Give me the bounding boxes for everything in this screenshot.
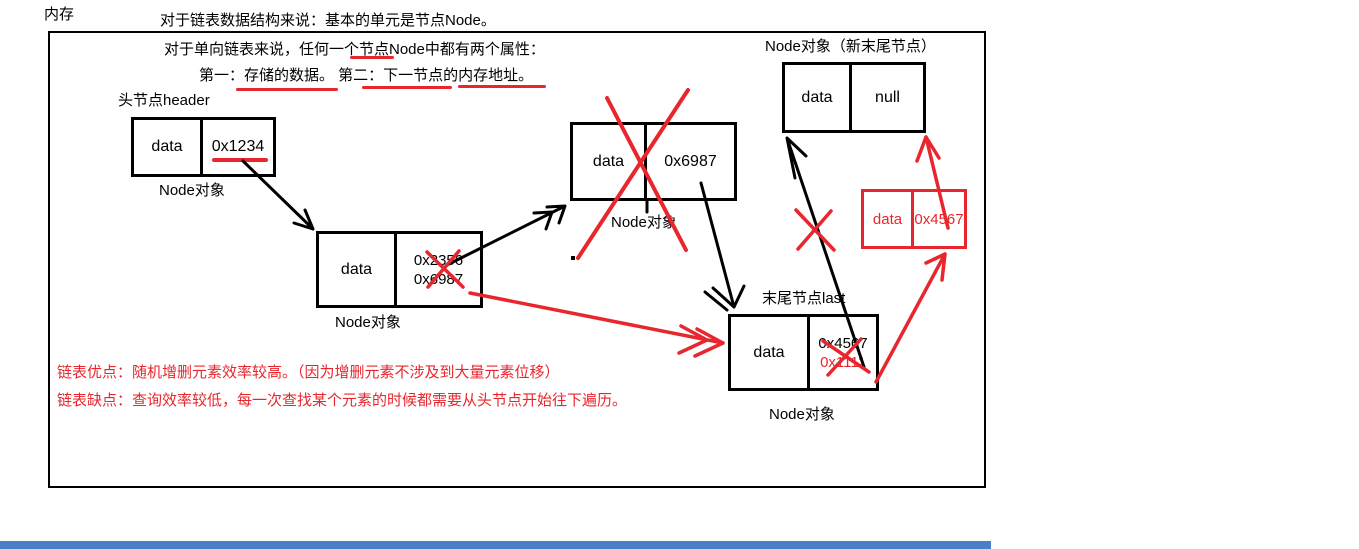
second-node-next-cell: 0x2356 0x6987 <box>397 234 480 305</box>
memory-region-box <box>48 31 986 488</box>
stray-dot <box>571 256 575 260</box>
deleted-node-box: data 0x6987 <box>570 122 737 201</box>
second-node-data-cell: data <box>319 234 397 305</box>
last-node-next-old: 0x4567 <box>818 334 868 352</box>
tail-node-label: 末尾节点last <box>762 290 846 307</box>
underline-stored-data <box>236 88 338 91</box>
memory-label: 内存 <box>44 6 75 23</box>
head-node-box: data 0x1234 <box>131 117 276 177</box>
note-line-1: 对于单向链表来说，任何一个节点Node中都有两个属性： <box>164 41 545 58</box>
second-node-box: data 0x2356 0x6987 <box>316 231 483 308</box>
deleted-node-data-cell: data <box>573 125 647 198</box>
last-node-next-new: 0x1111 <box>820 353 866 371</box>
note-line-2: 第一：存储的数据。 第二：下一节点的内存地址。 <box>199 67 534 84</box>
underline-node <box>350 56 394 59</box>
node-object-label-2: Node对象 <box>335 314 401 331</box>
node-object-label-1: Node对象 <box>159 182 225 199</box>
disadvantage-text: 链表缺点：查询效率较低，每一次查找某个元素的时候都需要从头节点开始往下遍历。 <box>57 392 628 409</box>
underline-0x1234 <box>212 158 268 162</box>
second-node-next-new: 0x6987 <box>413 270 464 288</box>
head-node-data-cell: data <box>134 120 203 174</box>
underline-next-address-1 <box>362 86 452 89</box>
red-node-box: data 0x4567 <box>861 189 967 249</box>
last-node-next-cell: 0x4567 0x1111 <box>810 317 876 388</box>
second-node-next-old: 0x2356 <box>413 251 464 269</box>
new-tail-node-label: Node对象（新末尾节点） <box>765 38 936 55</box>
red-node-next-cell: 0x4567 <box>914 210 964 228</box>
new-tail-next-cell: null <box>875 88 900 106</box>
last-node-box: data 0x4567 0x1111 <box>728 314 879 391</box>
advantage-text: 链表优点：随机增删元素效率较高。（因为增删元素不涉及到大量元素位移） <box>57 364 560 381</box>
new-tail-node-box: data null <box>782 62 926 133</box>
last-node-data-cell: data <box>731 317 810 388</box>
video-progress-bar[interactable] <box>0 541 991 549</box>
underline-next-address-2 <box>458 85 546 88</box>
head-node-next-cell: 0x1234 <box>211 138 265 155</box>
new-tail-data-cell: data <box>785 65 852 130</box>
red-node-data-cell: data <box>864 192 914 246</box>
node-object-label-3: Node对象 <box>611 214 677 231</box>
node-object-label-4: Node对象 <box>769 406 835 423</box>
header-node-label: 头节点header <box>118 92 210 109</box>
deleted-node-next-cell: 0x6987 <box>664 152 717 170</box>
intro-text: 对于链表数据结构来说：基本的单元是节点Node。 <box>160 12 496 29</box>
